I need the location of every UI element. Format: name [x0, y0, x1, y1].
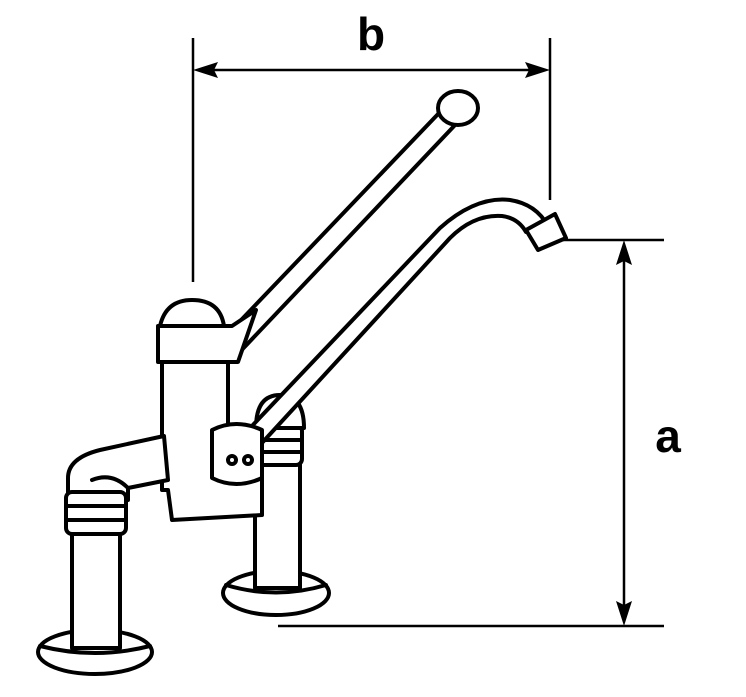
dimension-a-label: a: [655, 410, 681, 462]
dimension-a-top-arrow: [616, 240, 632, 265]
dimension-a-bottom-arrow: [616, 601, 632, 626]
left-leg-collar: [64, 490, 128, 536]
spout-nozzle: [524, 212, 568, 252]
valve-cap-dome: [158, 298, 226, 328]
spout: [226, 197, 568, 458]
lever-knob: [436, 89, 480, 127]
left-arm: [66, 434, 170, 502]
valve-cap-band: [156, 308, 258, 364]
dimension-b-left-arrow: [193, 62, 218, 78]
left-leg-tube: [70, 528, 122, 650]
left-arm-tube: [66, 434, 170, 502]
valve-coupling: [210, 422, 264, 486]
dimension-a: a: [278, 238, 681, 628]
tap-illustration: [36, 89, 568, 676]
dimension-b-label: b: [357, 8, 385, 60]
lever-handle: [220, 89, 480, 358]
coupling-dot-right: [242, 454, 254, 466]
lever-arm: [220, 110, 458, 358]
right-leg-tube: [253, 458, 302, 590]
valve-cap: [156, 298, 258, 364]
dimension-b-right-arrow: [525, 62, 550, 78]
valve-body: [160, 353, 264, 522]
spout-tube: [226, 197, 550, 458]
coupling-dot-left: [226, 454, 238, 466]
dimension-b: b: [191, 8, 552, 282]
left-leg: [36, 490, 154, 676]
